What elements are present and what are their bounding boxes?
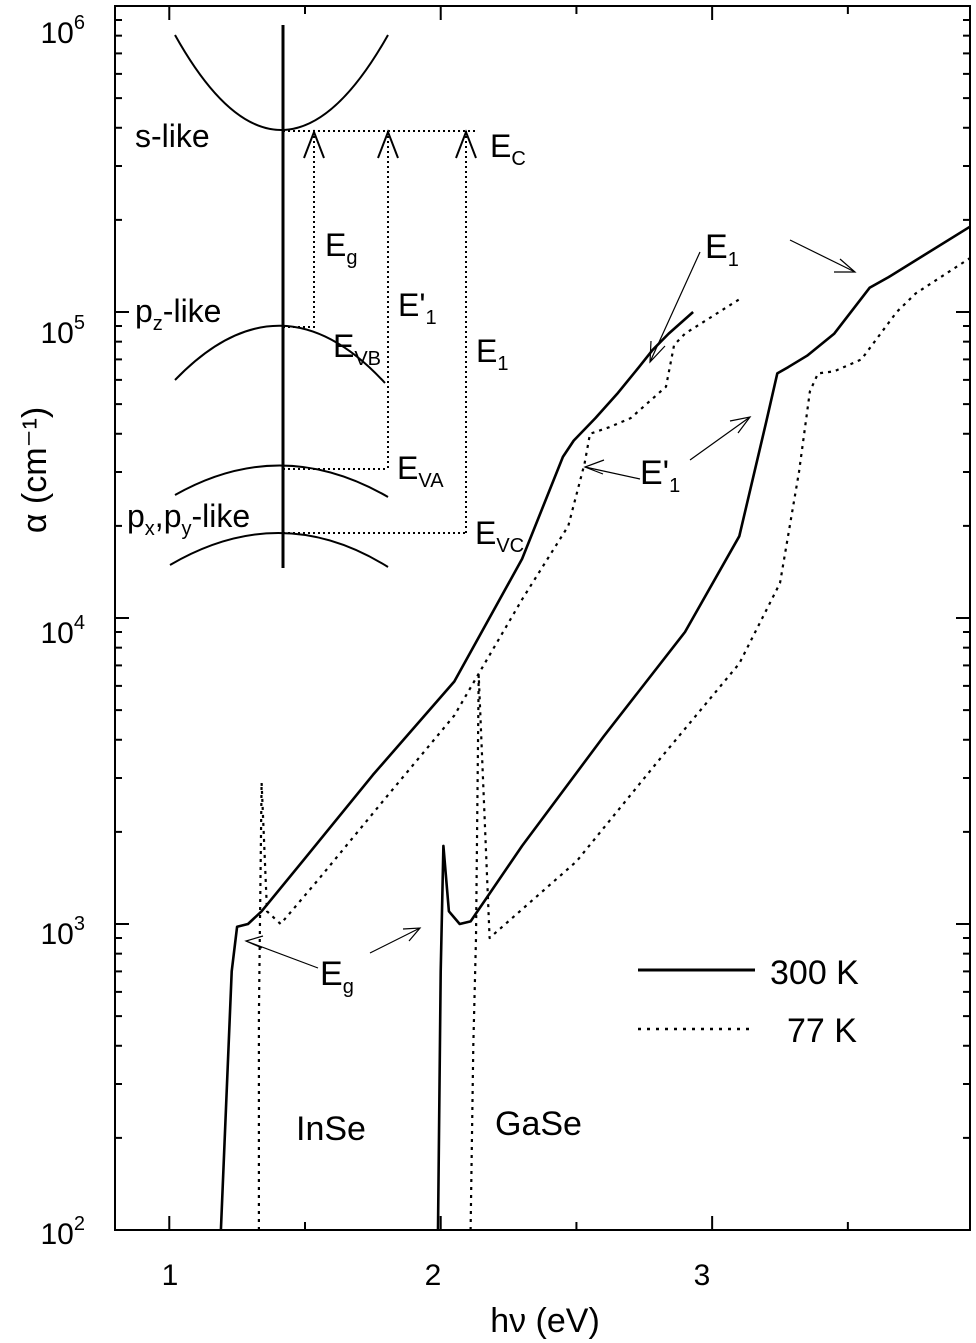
- legend: 300 K 77 K: [638, 954, 859, 1050]
- annotation-arrows: [244, 239, 857, 969]
- eg-arrowhead-inse: [244, 935, 264, 949]
- pz-band-curve: [174, 324, 386, 384]
- e1prime-arrowhead-gase: [729, 416, 752, 434]
- e1-transition-label: E1: [476, 333, 508, 375]
- eva-label: EVA: [397, 450, 444, 492]
- e1prime-arrowhead-inse: [583, 459, 605, 475]
- eg-arrow-gase: [369, 927, 421, 954]
- e1-arrow-gase: [789, 239, 856, 273]
- e1prime-arrow-gase: [689, 416, 751, 461]
- legend-label-300k: 300 K: [770, 954, 859, 992]
- x-tick-labels: 1 2 3: [162, 1259, 711, 1292]
- gase-label: GaSe: [495, 1105, 582, 1143]
- e1-annotation: E1: [705, 228, 739, 271]
- y-tick-label-4: 104: [41, 612, 86, 650]
- eg-arrow-head: [303, 129, 325, 159]
- band-diagram-inset: [169, 25, 478, 568]
- series-inse-77k: [257, 298, 740, 1230]
- e1prime-annotation: E'1: [640, 454, 680, 497]
- series-inse-300k: [219, 311, 694, 1231]
- y-axis-label: α (cm⁻¹): [16, 407, 54, 533]
- e1prime-arrow-head: [377, 129, 399, 159]
- eg-arrow-inse: [245, 940, 319, 969]
- e1-arrowhead-gase: [834, 258, 857, 273]
- evb-label: EVB: [333, 328, 381, 370]
- e1prime-arrow-inse: [584, 466, 641, 480]
- y-tick-label-5: 105: [41, 312, 86, 350]
- minor-ticks: [115, 5, 970, 1231]
- ec-label: EC: [490, 128, 526, 170]
- x-tick-label-3: 3: [694, 1259, 711, 1292]
- series-gase-77k: [469, 257, 971, 1231]
- x-tick-label-1: 1: [162, 1259, 179, 1292]
- level-lines: [283, 130, 478, 534]
- x-axis-label: hν (eV): [490, 1302, 600, 1340]
- legend-label-77k: 77 K: [787, 1012, 857, 1050]
- pxy-like-label: px,py-like: [127, 498, 250, 540]
- e1prime-transition-label: E'1: [398, 287, 437, 329]
- eg-annotation: Eg: [320, 955, 354, 998]
- series-gase-300k: [436, 225, 971, 1231]
- y-tick-label-6: 106: [41, 12, 86, 50]
- evc-label: EVC: [475, 515, 524, 557]
- x-tick-label-2: 2: [425, 1259, 442, 1292]
- e1-arrowhead-insE: [649, 340, 666, 364]
- e1-arrow-head: [455, 129, 477, 159]
- vb-lower-curve: [169, 532, 389, 568]
- conduction-band-curve: [174, 34, 389, 131]
- pz-like-label: pz-like: [135, 293, 221, 335]
- eg-transition-label: Eg: [325, 227, 357, 269]
- inset-labels: s-like pz-like px,py-like EC EVB EVA EVC…: [127, 118, 526, 557]
- y-tick-labels: 102 103 104 105 106: [41, 12, 86, 1251]
- eg-arrowhead-gase: [402, 927, 422, 942]
- vb-upper-curve: [174, 464, 389, 498]
- y-tick-label-2: 102: [41, 1213, 86, 1251]
- y-tick-label-3: 103: [41, 913, 86, 951]
- annotation-labels: E1 E'1 Eg InSe GaSe: [296, 228, 739, 1148]
- inse-label: InSe: [296, 1110, 366, 1148]
- series-layer: [219, 225, 971, 1231]
- e1-arrow-insE: [649, 251, 701, 363]
- s-like-label: s-like: [135, 118, 210, 154]
